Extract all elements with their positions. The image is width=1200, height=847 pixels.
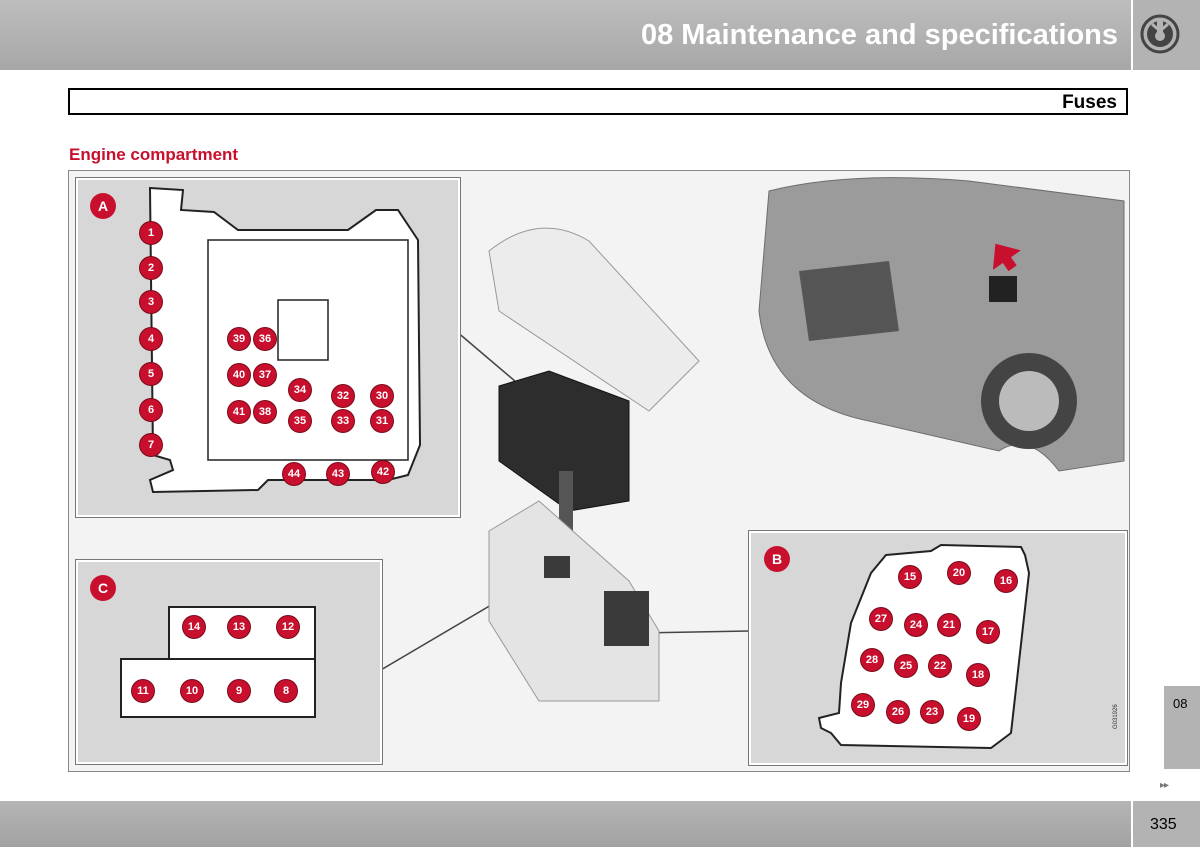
section-label: Fuses bbox=[1062, 92, 1117, 113]
panel-b-label: B bbox=[764, 546, 790, 572]
car-grille bbox=[799, 261, 899, 341]
fuse-6: 6 bbox=[140, 399, 162, 421]
footer-bar bbox=[0, 801, 1131, 847]
panel-a-label: A bbox=[90, 193, 116, 219]
fuse-32: 32 bbox=[332, 385, 354, 407]
fuse-28: 28 bbox=[861, 649, 883, 671]
fuse-41: 41 bbox=[228, 401, 250, 423]
fuse-2: 2 bbox=[140, 257, 162, 279]
fuse-11: 11 bbox=[132, 680, 154, 702]
fuse-10: 10 bbox=[181, 680, 203, 702]
fuse-box-cover bbox=[488, 227, 700, 412]
fuse-7: 7 bbox=[140, 434, 162, 456]
fuse-44: 44 bbox=[283, 463, 305, 485]
chapter-tab bbox=[1164, 686, 1200, 769]
continue-marker: ▸▸ bbox=[1160, 780, 1169, 791]
fuse-22: 22 bbox=[929, 655, 951, 677]
chapter-header: 08 Maintenance and specifications bbox=[0, 0, 1131, 70]
page-number: 335 bbox=[1150, 816, 1177, 833]
page-number-box bbox=[1133, 801, 1200, 847]
fuse-21: 21 bbox=[938, 614, 960, 636]
fuse-27: 27 bbox=[870, 608, 892, 630]
fuse-18: 18 bbox=[967, 664, 989, 686]
car-fuse-box-location bbox=[989, 276, 1017, 302]
fuse-35: 35 bbox=[289, 410, 311, 432]
fuse-block-cable bbox=[559, 471, 573, 531]
panel-c: C 14 13 12 11 10 9 8 bbox=[75, 559, 383, 765]
car-rim bbox=[999, 371, 1059, 431]
fuse-4: 4 bbox=[140, 328, 162, 350]
wrench-gear-icon bbox=[1140, 14, 1180, 54]
fuse-25: 25 bbox=[895, 655, 917, 677]
fuse-box-housing bbox=[488, 500, 660, 702]
fuse-box-module-c bbox=[544, 556, 570, 578]
fuse-16: 16 bbox=[995, 570, 1017, 592]
fuse-33: 33 bbox=[332, 410, 354, 432]
panel-b-fusebox-outline bbox=[817, 543, 1031, 750]
fuse-9: 9 bbox=[228, 680, 250, 702]
fuse-37: 37 bbox=[254, 364, 276, 386]
fuse-39: 39 bbox=[228, 328, 250, 350]
fuse-38: 38 bbox=[254, 401, 276, 423]
fuse-36: 36 bbox=[254, 328, 276, 350]
fuse-34: 34 bbox=[289, 379, 311, 401]
fuse-box-module-b bbox=[604, 591, 649, 646]
fuse-40: 40 bbox=[228, 364, 250, 386]
fuse-17: 17 bbox=[977, 621, 999, 643]
panel-b: B 15 20 16 27 24 21 17 28 25 22 18 29 26… bbox=[748, 530, 1128, 766]
fuse-14: 14 bbox=[183, 616, 205, 638]
fuse-42: 42 bbox=[372, 461, 394, 483]
fuse-20: 20 bbox=[948, 562, 970, 584]
fuse-figure: A 1 2 3 4 5 6 7 39 36 40 37 34 32 30 41 … bbox=[68, 170, 1130, 772]
arrow-indicator-icon bbox=[992, 243, 1021, 272]
engine-illustration bbox=[378, 177, 1125, 702]
panel-c-label: C bbox=[90, 575, 116, 601]
image-code: G031926 bbox=[1113, 704, 1119, 729]
fuse-13: 13 bbox=[228, 616, 250, 638]
panel-a: A 1 2 3 4 5 6 7 39 36 40 37 34 32 30 41 … bbox=[75, 177, 461, 518]
fuse-12: 12 bbox=[277, 616, 299, 638]
fuse-8: 8 bbox=[275, 680, 297, 702]
section-bar: Fuses bbox=[68, 88, 1128, 115]
fuse-3: 3 bbox=[140, 291, 162, 313]
fuse-26: 26 bbox=[887, 701, 909, 723]
fuse-block bbox=[498, 370, 630, 512]
fuse-23: 23 bbox=[921, 701, 943, 723]
fuse-31: 31 bbox=[371, 410, 393, 432]
fuse-24: 24 bbox=[905, 614, 927, 636]
fuse-15: 15 bbox=[899, 566, 921, 588]
fuse-5: 5 bbox=[140, 363, 162, 385]
fuse-19: 19 bbox=[958, 708, 980, 730]
chapter-title: 08 Maintenance and specifications bbox=[640, 19, 1118, 51]
fuse-1: 1 bbox=[140, 222, 162, 244]
fuse-43: 43 bbox=[327, 463, 349, 485]
subheading: Engine compartment bbox=[69, 145, 239, 164]
chapter-tab-label: 08 bbox=[1173, 696, 1188, 711]
fuse-29: 29 bbox=[852, 694, 874, 716]
fuse-30: 30 bbox=[371, 385, 393, 407]
